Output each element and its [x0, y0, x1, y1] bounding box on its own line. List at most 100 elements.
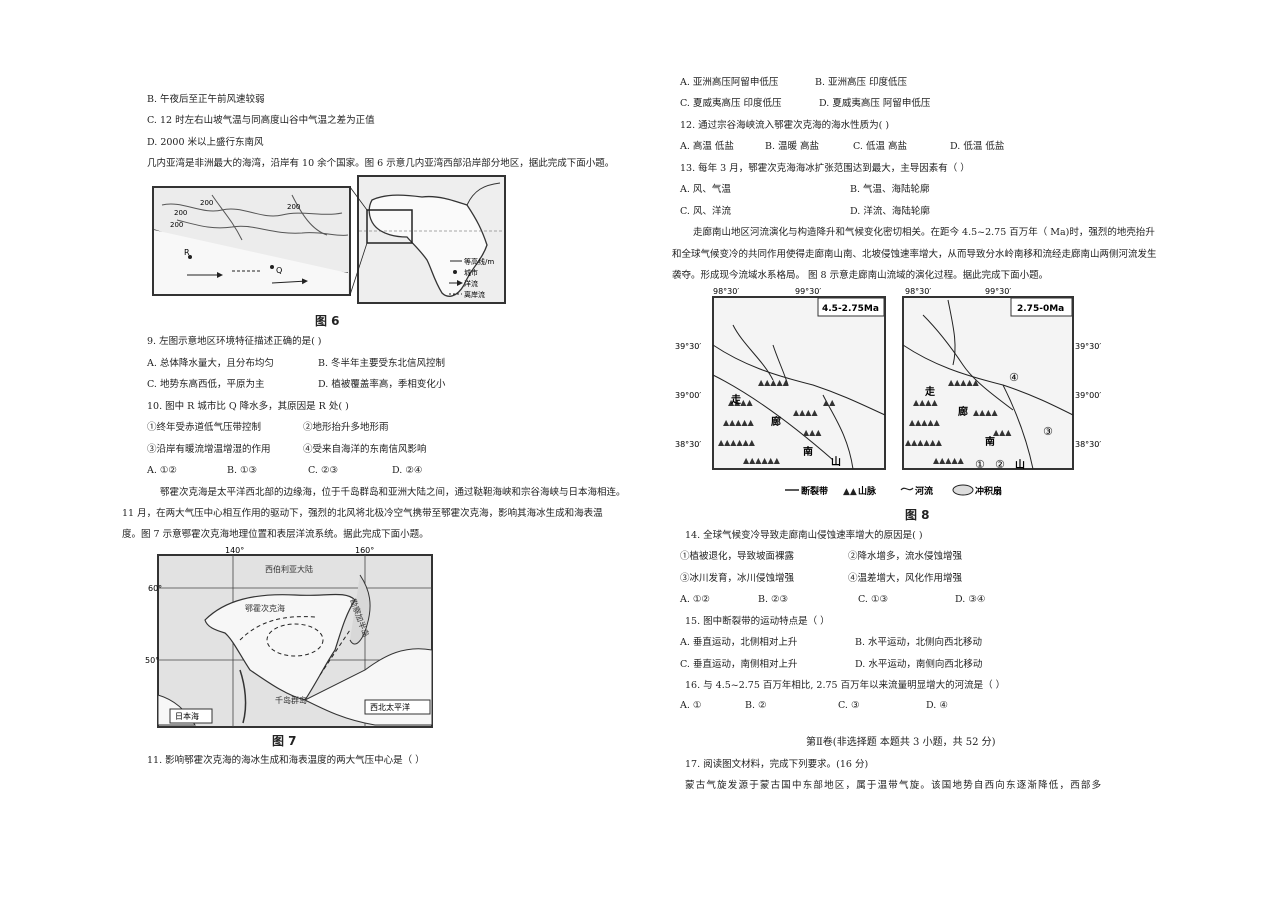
legend-offshore-current: 离岸流 [464, 290, 485, 299]
q8-option-d: D. 2000 米以上盛行东南风 [147, 137, 264, 148]
q17-material: 蒙古气旋发源于蒙古国中东部地区，属于温带气旋。该国地势自西向东逐渐降低，西部多 [685, 780, 1103, 791]
place-sea-of-japan: 日本海 [175, 711, 199, 721]
question-13: 13. 每年 3 月，鄂霍次克海海冰扩张范围达到最大，主导因素有（ ） [680, 163, 970, 174]
question-14: 14. 全球气候变冷导致走廊南山侵蚀速率增大的原因是( ) [685, 530, 923, 541]
contour-label: 200 [200, 199, 213, 207]
svg-text:▲▲▲▲: ▲▲▲▲ [913, 398, 938, 407]
legend-mountain: 山脉 [858, 485, 877, 497]
panel-1-lat-2: 39°00′ [675, 391, 701, 400]
svg-text:▲▲▲▲▲▲: ▲▲▲▲▲▲ [905, 438, 943, 447]
panel-2-char-lang: 廊 [958, 405, 968, 418]
q10-answer-a: A. ①② [147, 465, 177, 476]
panel-2-lat-2: 39°00′ [1075, 391, 1101, 400]
question-9: 9. 左图示意地区环境特征描述正确的是( ) [147, 336, 322, 347]
fig8-intro-line3: 袭夺。形成现今流域水系格局。 图 8 示意走廊南山流域的演化过程。据此完成下面小… [672, 270, 1049, 281]
figure-6-caption: 图 6 [315, 314, 340, 328]
q10-answer-d: D. ②④ [392, 465, 423, 476]
q16-answer-c: C. ③ [838, 700, 860, 711]
place-okhotsk-sea: 鄂霍次克海 [245, 603, 285, 613]
place-kuril-islands: 千岛群岛 [275, 695, 307, 705]
svg-text:▲▲▲▲: ▲▲▲▲ [793, 408, 818, 417]
contour-label: 200 [174, 209, 187, 217]
question-16: 16. 与 4.5~2.75 百万年相比, 2.75 百万年以来流量明显增大的河… [685, 680, 1006, 691]
legend-alluvial-fan: 冲积扇 [975, 485, 1002, 497]
q16-answer-d: D. ④ [926, 700, 948, 711]
q14-statement-3: ③冰川发育，冰川侵蚀增强 [680, 573, 795, 584]
place-nw-pacific: 西北太平洋 [370, 702, 410, 712]
figure-7-map: 60° 50° 140° 160° 西伯利亚大陆 鄂霍次克海 勘察加半岛 千岛群… [145, 546, 433, 728]
q13-option-b: B. 气温、海陆轮廓 [850, 184, 930, 195]
panel-1-char-shan: 山 [831, 455, 841, 468]
q12-answer-b: B. 温暖 高盐 [765, 141, 820, 152]
legend-current: 洋流 [464, 279, 478, 288]
contour-label: 200 [287, 203, 300, 211]
svg-text:▲▲▲▲: ▲▲▲▲ [728, 398, 753, 407]
lat-label-50: 50° [145, 656, 159, 665]
q10-answer-b: B. ①③ [227, 465, 258, 476]
city-q-label: Q [276, 266, 282, 275]
fig8-intro-line1: 走廊南山地区河流演化与构造降升和气候变化密切相关。在距今 4.5~2.75 百万… [693, 227, 1155, 238]
figure-8-panel-1: 4.5-2.75Ma ▲▲▲▲▲▲▲▲▲ ▲▲▲▲▲▲▲▲▲▲▲▲ ▲▲▲▲▲▲… [675, 287, 886, 470]
river-label-3: ③ [1043, 425, 1053, 438]
q15-option-b: B. 水平运动，北侧向西北移动 [855, 637, 983, 648]
svg-text:▲▲▲▲▲: ▲▲▲▲▲ [723, 418, 755, 427]
river-label-1: ① [975, 458, 985, 471]
svg-text:▲▲▲▲▲: ▲▲▲▲▲ [909, 418, 941, 427]
fig7-intro-line3: 度。图 7 示意鄂霍次克海地理位置和表层洋流系统。据此完成下面小题。 [122, 529, 429, 540]
q16-answer-b: B. ② [745, 700, 767, 711]
q13-option-d: D. 洋流、海陆轮廓 [850, 206, 930, 217]
q14-statement-4: ④温差增大，风化作用增强 [848, 573, 963, 584]
q15-option-c: C. 垂直运动，南侧相对上升 [680, 659, 798, 670]
fig7-intro-line2: 11 月，在两大气压中心相互作用的驱动下，强烈的北风将北极冷空气携带至鄂霍次克海… [122, 508, 603, 519]
svg-text:▲▲▲: ▲▲▲ [993, 428, 1012, 437]
q9-option-a: A. 总体降水量大，且分布均匀 [147, 358, 274, 369]
figure-8-map: 4.5-2.75Ma ▲▲▲▲▲▲▲▲▲ ▲▲▲▲▲▲▲▲▲▲▲▲ ▲▲▲▲▲▲… [675, 287, 1101, 497]
panel-1-char-lang: 廊 [771, 415, 781, 428]
city-r-label: R [184, 248, 190, 257]
q16-answer-a: A. ① [680, 700, 702, 711]
part-2-heading: 第Ⅱ卷(非选择题 本题共 3 小题，共 52 分) [806, 737, 996, 748]
legend-contour: 等高线/m [464, 257, 494, 266]
q10-statement-3: ③沿岸有暖流增温增湿的作用 [147, 444, 271, 455]
river-label-2: ② [995, 458, 1005, 471]
figure-7-caption: 图 7 [272, 734, 297, 748]
panel-2-char-shan: 山 [1015, 458, 1025, 471]
fig6-intro: 几内亚湾是非洲最大的海湾，沿岸有 10 余个国家。图 6 示意几内亚湾西部沿岸部… [147, 158, 615, 169]
q10-statement-2: ②地形抬升多地形雨 [303, 422, 389, 433]
question-15: 15. 图中断裂带的运动特点是（ ） [685, 616, 830, 627]
fig7-intro-line1: 鄂霍次克海是太平洋西北部的边缘海，位于千岛群岛和亚洲大陆之间，通过鞑靼海峡和宗谷… [160, 487, 626, 498]
river-label-4: ④ [1009, 371, 1019, 384]
q14-answer-c: C. ①③ [858, 594, 889, 605]
figure-6-legend: 等高线/m 城市 洋流 离岸流 [449, 257, 494, 299]
panel-2-lat-1: 39°30′ [1075, 342, 1101, 351]
panel-1-lat-3: 38°30′ [675, 440, 701, 449]
panel-1-char-nan: 南 [803, 445, 813, 458]
figure-8-caption: 图 8 [905, 508, 930, 522]
svg-text:▲▲▲▲▲: ▲▲▲▲▲ [948, 378, 980, 387]
lon-label-160: 160° [355, 546, 374, 555]
q14-statement-1: ①植被退化，导致坡面裸露 [680, 551, 795, 562]
q10-statement-4: ④受来自海洋的东南信风影响 [303, 444, 427, 455]
svg-text:▲▲▲▲▲: ▲▲▲▲▲ [933, 456, 965, 465]
figure-8-legend: 断裂带 ▲▲ 山脉 河流 冲积扇 [785, 484, 1002, 497]
question-17: 17. 阅读图文材料，完成下列要求。(16 分) [685, 759, 869, 770]
q9-option-b: B. 冬半年主要受东北信风控制 [318, 358, 446, 369]
panel-2-lat-3: 38°30′ [1075, 440, 1101, 449]
q11-option-c: C. 夏威夷高压 印度低压 [680, 98, 782, 109]
svg-text:▲▲▲▲: ▲▲▲▲ [973, 408, 998, 417]
panel-1-char-zou: 走 [730, 393, 742, 406]
panel-2-char-zou: 走 [924, 385, 936, 398]
q14-statement-2: ②降水增多，流水侵蚀增强 [848, 551, 963, 562]
q8-option-b: B. 午夜后至正午前风速较弱 [147, 94, 265, 105]
place-siberia: 西伯利亚大陆 [265, 564, 313, 574]
fig8-intro-line2: 和全球气候变冷的共同作用使得走廊南山南、北坡侵蚀速率增大，从而导致分水岭南移和流… [672, 249, 1157, 260]
lon-label-140: 140° [225, 546, 244, 555]
panel-2-char-nan: 南 [985, 435, 995, 448]
q13-option-a: A. 风、气温 [680, 184, 731, 195]
legend-river: 河流 [915, 485, 933, 497]
legend-fault: 断裂带 [801, 485, 828, 497]
q11-option-d: D. 夏威夷高压 阿留申低压 [819, 98, 931, 109]
svg-text:▲▲: ▲▲ [843, 487, 857, 497]
q12-answer-d: D. 低温 低盐 [950, 141, 1005, 152]
q9-option-c: C. 地势东高西低，平原为主 [147, 379, 265, 390]
